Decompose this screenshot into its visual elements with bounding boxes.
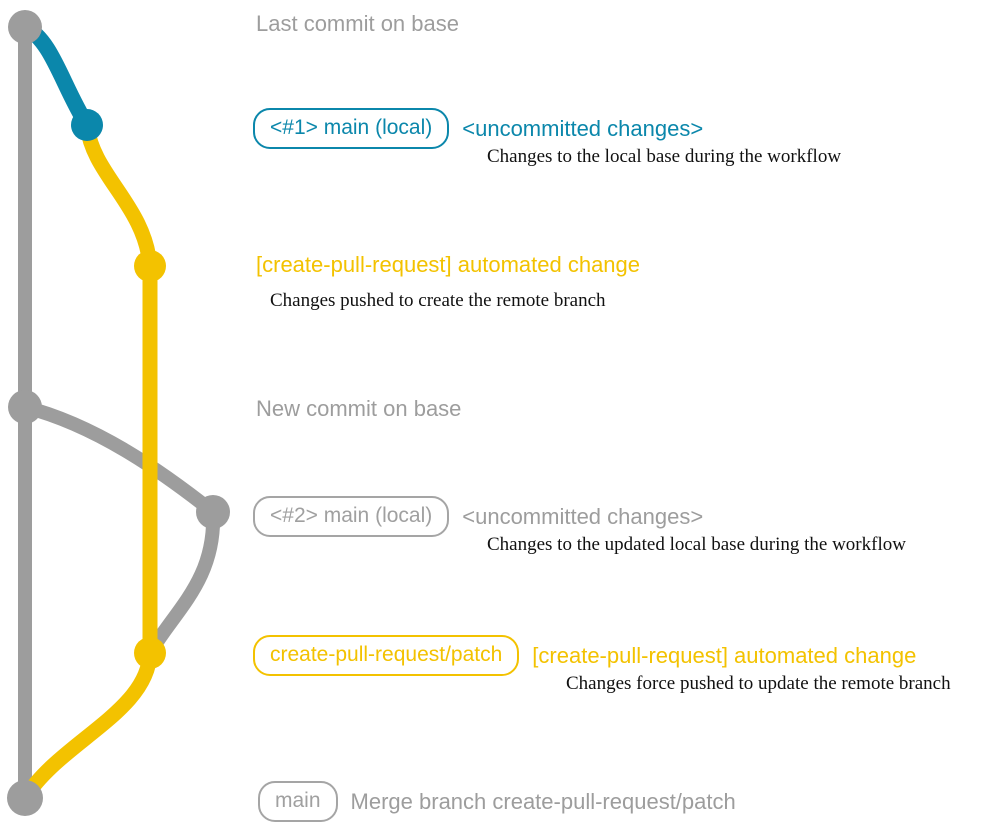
row-merge-commit: main Merge branch create-pull-request/pa…	[258, 781, 736, 822]
headline-automated-change-1: [create-pull-request] automated change	[256, 252, 641, 277]
edge-patch2-base3	[17, 645, 158, 806]
edge-local1-patch1	[79, 117, 158, 274]
headline-uncommitted-changes-1: <uncommitted changes>	[462, 115, 704, 141]
headline-new-commit-on-base: New commit on base	[256, 396, 462, 421]
edge-base2-local2	[18, 400, 220, 519]
row-second-local-commit: <#2> main (local) <uncommitted changes>	[253, 496, 703, 537]
row-second-automated-change: create-pull-request/patch [create-pull-r…	[253, 635, 916, 676]
commit-node-base-3	[7, 780, 43, 816]
description-second-automated-change: Changes force pushed to update the remot…	[566, 673, 951, 694]
headline-last-commit-on-base: Last commit on base	[256, 11, 459, 36]
row-first-local-commit: <#1> main (local) <uncommitted changes>	[253, 108, 703, 149]
description-first-local-commit: Changes to the local base during the wor…	[487, 146, 842, 167]
commit-node-patch-1	[134, 250, 166, 282]
row-first-automated-change: [create-pull-request] automated change	[256, 252, 640, 278]
commit-node-local-1	[71, 109, 103, 141]
commit-node-base-1	[8, 10, 42, 44]
badge-main-local-2[interactable]: <#2> main (local)	[253, 496, 450, 537]
headline-merge-branch: Merge branch create-pull-request/patch	[350, 788, 736, 814]
row-new-commit-on-base: New commit on base	[256, 396, 461, 422]
commit-node-base-2	[8, 390, 42, 424]
commit-node-local-2	[196, 495, 230, 529]
badge-main[interactable]: main	[258, 781, 338, 822]
commit-node-patch-2	[134, 637, 166, 669]
badge-create-pull-request-patch[interactable]: create-pull-request/patch	[253, 635, 520, 676]
description-first-automated-change: Changes pushed to create the remote bran…	[270, 290, 606, 311]
row-last-commit-on-base: Last commit on base	[256, 11, 459, 37]
headline-uncommitted-changes-2: <uncommitted changes>	[462, 503, 704, 529]
badge-main-local-1[interactable]: <#1> main (local)	[253, 108, 450, 149]
description-second-local-commit: Changes to the updated local base during…	[487, 534, 906, 555]
edge-local2-patch2	[143, 505, 221, 660]
headline-automated-change-2: [create-pull-request] automated change	[532, 642, 917, 668]
